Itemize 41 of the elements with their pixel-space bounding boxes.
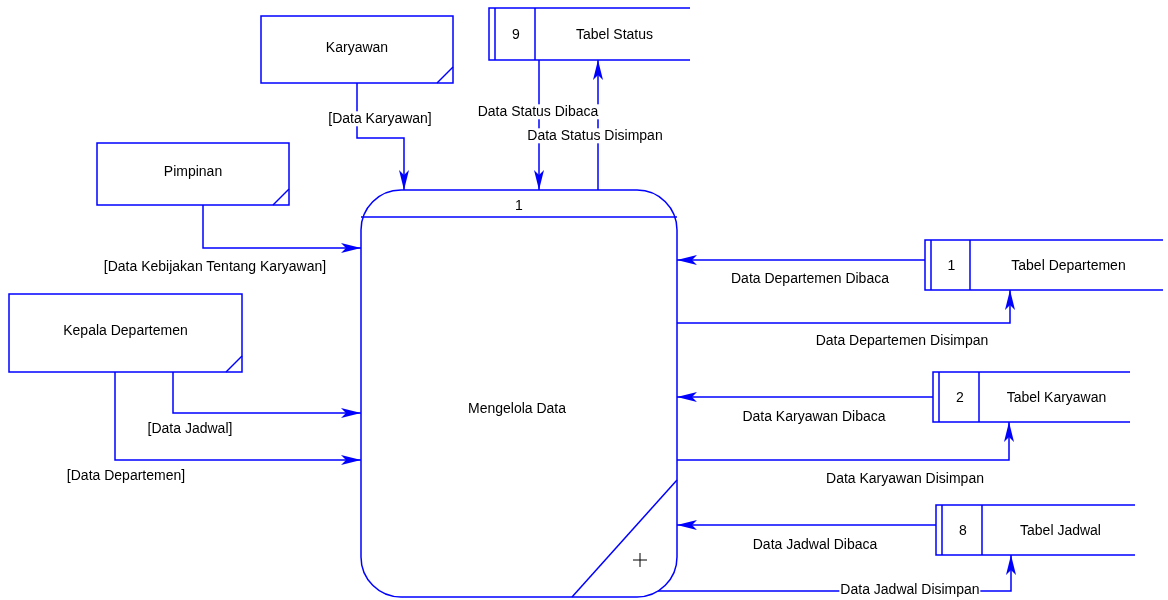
- edge-label: [Data Karyawan]: [327, 111, 433, 127]
- data-store: [925, 240, 1163, 290]
- edge-label: Data Jadwal Disimpan: [839, 582, 981, 598]
- edge-label: Data Departemen Disimpan: [814, 333, 990, 349]
- entity-label: Pimpinan: [163, 164, 223, 178]
- edge-label: [Data Kebijakan Tentang Karyawan]: [102, 259, 328, 275]
- process-number: 1: [515, 198, 523, 212]
- data-store: [933, 372, 1130, 422]
- entity-label: Karyawan: [325, 39, 389, 54]
- edge-label: [Data Departemen]: [65, 468, 187, 484]
- store-label: Tabel Karyawan: [1006, 390, 1107, 404]
- external-entity-box: [97, 143, 289, 205]
- store-number: 8: [959, 523, 967, 537]
- arrow: [202, 204, 362, 253]
- data-store: [936, 505, 1135, 555]
- store-label: Tabel Jadwal: [1020, 523, 1101, 537]
- arrow: [356, 82, 409, 191]
- edge-label: Data Status Disimpan: [526, 128, 664, 144]
- store-number: 9: [512, 27, 520, 41]
- external-entity-box: [9, 294, 242, 372]
- edge-label: Data Status Dibaca: [476, 104, 600, 120]
- store-number: 2: [956, 390, 964, 404]
- store-label: Tabel Status: [575, 27, 654, 41]
- arrow: [676, 255, 926, 265]
- entity-label: Kepala Departemen: [63, 323, 188, 337]
- arrow: [172, 371, 362, 418]
- edge-label: Data Karyawan Disimpan: [825, 471, 985, 487]
- arrow: [676, 392, 934, 402]
- process-box: [361, 190, 677, 597]
- arrow: [114, 371, 362, 465]
- store-number: 1: [947, 258, 956, 272]
- arrow: [676, 421, 1014, 461]
- arrow: [676, 520, 937, 530]
- process-label: Mengelola Data: [467, 401, 567, 415]
- edge-label: [Data Jadwal]: [146, 421, 234, 437]
- data-store: [489, 8, 690, 60]
- edge-label: Data Departemen Dibaca: [730, 271, 890, 287]
- store-label: Tabel Departemen: [1011, 258, 1126, 272]
- edge-label: Data Karyawan Dibaca: [741, 409, 887, 425]
- external-entity-box: [261, 16, 453, 83]
- arrow: [676, 289, 1015, 324]
